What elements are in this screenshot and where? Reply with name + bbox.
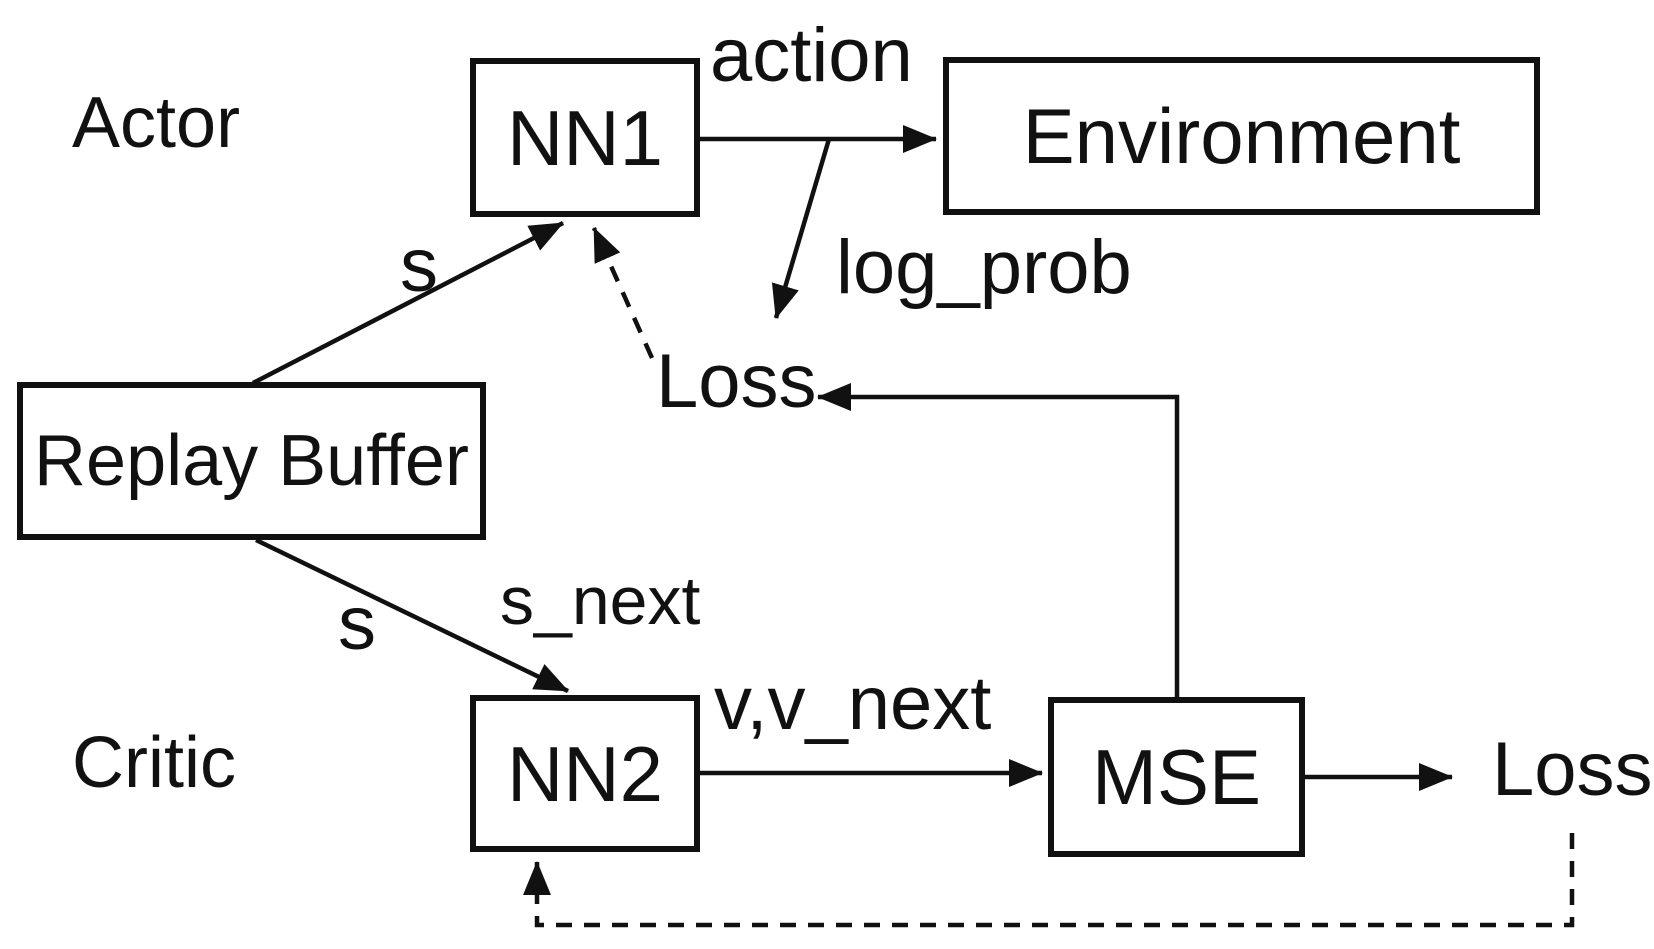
section-label-actor: Actor — [72, 83, 241, 163]
arrow-mse-to-actor-loss — [817, 383, 1180, 697]
edge-label-s-to-nn1: s — [400, 223, 438, 308]
node-nn1: NN1 — [470, 58, 700, 217]
node-nn1-label: NN1 — [506, 93, 664, 182]
node-environment-label: Environment — [1022, 92, 1461, 180]
node-nn2: NN2 — [470, 695, 700, 852]
edge-label-v-v-next: v,v_next — [714, 661, 992, 746]
dashed-arrow-loss-to-nn2 — [523, 833, 1575, 928]
critic-loss-label: Loss — [1492, 727, 1653, 812]
dashed-arrow-loss-to-nn1 — [591, 227, 655, 359]
node-replay-buffer: Replay Buffer — [17, 382, 486, 540]
node-environment: Environment — [943, 57, 1540, 215]
edge-label-s-next: s_next — [500, 563, 701, 639]
edge-label-action: action — [710, 13, 913, 98]
arrow-replaybuffer-to-nn2 — [255, 537, 569, 694]
arrow-replaybuffer-to-nn1 — [251, 221, 565, 385]
node-mse: MSE — [1048, 697, 1305, 857]
edge-label-s-to-nn2: s — [338, 581, 376, 666]
arrow-logprob-to-loss — [771, 138, 832, 319]
section-label-critic: Critic — [72, 723, 236, 803]
node-replay-buffer-label: Replay Buffer — [34, 421, 469, 501]
node-nn2-label: NN2 — [506, 729, 664, 818]
actor-loss-label: Loss — [656, 339, 817, 424]
edge-label-log-prob: log_prob — [836, 225, 1132, 310]
node-mse-label: MSE — [1091, 733, 1262, 821]
